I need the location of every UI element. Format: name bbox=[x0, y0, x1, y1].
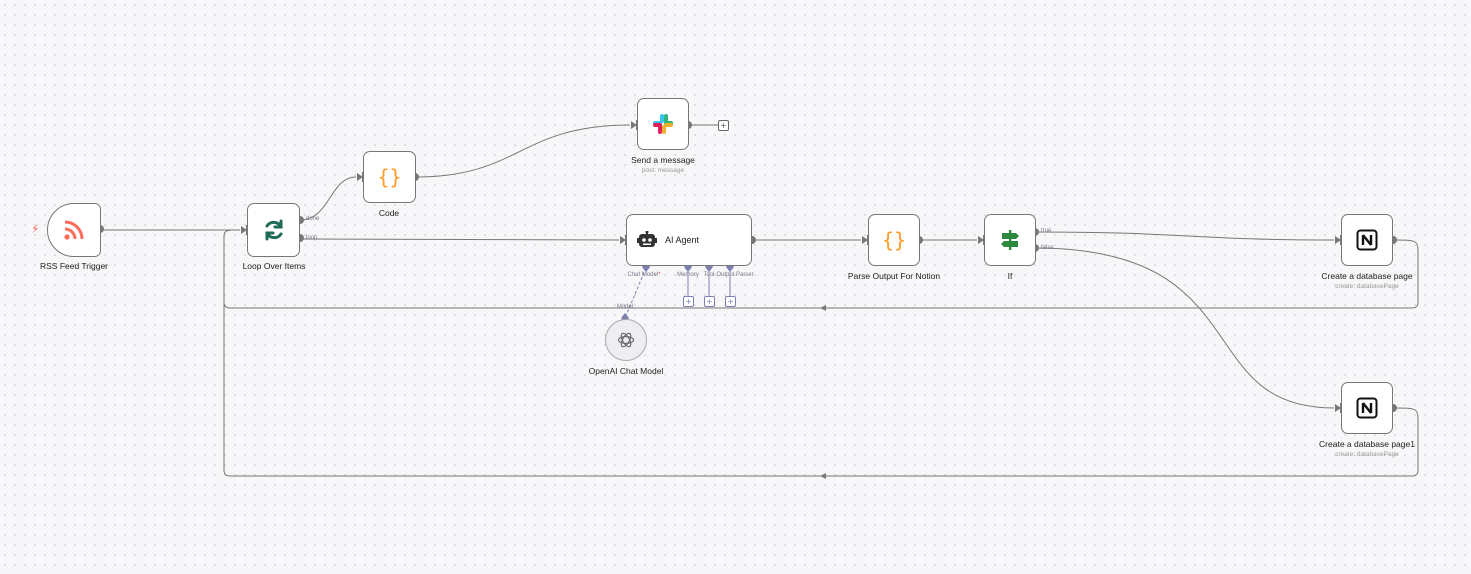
node-parse-output-for-notion[interactable]: {} bbox=[868, 214, 920, 266]
node-if[interactable] bbox=[984, 214, 1036, 266]
node-label-parse: Parse Output For Notion bbox=[847, 271, 941, 281]
node-send-a-message[interactable] bbox=[637, 98, 689, 150]
arrow-loop-in bbox=[241, 226, 247, 234]
node-label-slack: Send a message bbox=[631, 155, 695, 165]
wire-loop-code bbox=[299, 176, 357, 221]
port-model: Model bbox=[616, 304, 634, 310]
wire-loop-agent bbox=[299, 238, 620, 241]
node-code[interactable]: {} bbox=[363, 151, 416, 203]
node-ai-agent[interactable]: AI Agent bbox=[626, 214, 752, 266]
node-create-a-database-page1[interactable] bbox=[1341, 382, 1393, 434]
robot-icon bbox=[637, 231, 657, 249]
node-create-a-database-page[interactable] bbox=[1341, 214, 1393, 266]
node-label-loop: Loop Over Items bbox=[242, 261, 306, 271]
output-label-false: false bbox=[1041, 245, 1054, 251]
arrow-notion2-in bbox=[1335, 404, 1341, 412]
port-chat-model[interactable]: Chat Model* bbox=[627, 272, 661, 278]
output-label-true: true bbox=[1041, 228, 1052, 234]
arrow-loopback-2 bbox=[820, 473, 826, 479]
node-loop-over-items[interactable] bbox=[247, 203, 300, 257]
wire-code-slack bbox=[415, 124, 631, 178]
refresh-icon bbox=[262, 218, 286, 242]
arrow-loopback-1 bbox=[820, 305, 826, 311]
output-label-done: done bbox=[306, 216, 320, 222]
slack-icon bbox=[652, 113, 674, 135]
arrow-parse-in bbox=[862, 236, 868, 244]
arrow-code-in bbox=[357, 173, 363, 181]
trigger-bolt-icon: ⚡ bbox=[31, 222, 40, 236]
curly-braces-icon: {} bbox=[881, 228, 907, 252]
port-memory[interactable]: Memory bbox=[677, 272, 699, 278]
arrow-notion1-in bbox=[1335, 236, 1341, 244]
arrow-agent-in bbox=[620, 236, 626, 244]
notion-icon bbox=[1356, 397, 1378, 419]
port-output-parser[interactable]: Output Parser bbox=[716, 272, 754, 278]
node-openai-chat-model[interactable] bbox=[605, 319, 647, 361]
node-sublabel-slack: post: message bbox=[641, 167, 685, 174]
node-label-if: If bbox=[1007, 271, 1013, 281]
signpost-icon bbox=[999, 229, 1021, 251]
add-tool-button[interactable]: + bbox=[704, 296, 715, 307]
add-output-parser-button[interactable]: + bbox=[725, 296, 736, 307]
wire-notion2-loopback bbox=[223, 236, 1419, 477]
node-label-notion2: Create a database page1 bbox=[1319, 439, 1415, 449]
curly-braces-icon: {} bbox=[377, 165, 402, 189]
arrow-slack-in bbox=[631, 121, 637, 129]
node-sublabel-notion1: create: databasePage bbox=[1335, 283, 1399, 290]
wire-model-dashed bbox=[624, 267, 647, 319]
node-label-agent: AI Agent bbox=[665, 235, 700, 245]
notion-icon bbox=[1356, 229, 1378, 251]
wire-notion1-loopback bbox=[223, 229, 1419, 309]
wire-if-notion2 bbox=[1034, 247, 1335, 409]
node-label-openai: OpenAI Chat Model bbox=[588, 366, 664, 376]
node-label-notion1: Create a database page bbox=[1321, 271, 1413, 281]
node-label-code: Code bbox=[378, 208, 400, 218]
rss-icon bbox=[63, 219, 85, 241]
wire-if-notion1 bbox=[1034, 231, 1335, 241]
node-sublabel-notion2: create: databasePage bbox=[1335, 451, 1399, 458]
node-rss-feed-trigger[interactable] bbox=[47, 203, 101, 257]
openai-icon bbox=[617, 331, 635, 349]
port-tool[interactable]: Tool bbox=[703, 272, 715, 278]
output-label-loop: loop bbox=[306, 235, 318, 241]
add-node-button[interactable]: + bbox=[718, 120, 729, 131]
node-label-rss: RSS Feed Trigger bbox=[39, 261, 109, 271]
arrow-if-in bbox=[978, 236, 984, 244]
add-memory-button[interactable]: + bbox=[683, 296, 694, 307]
